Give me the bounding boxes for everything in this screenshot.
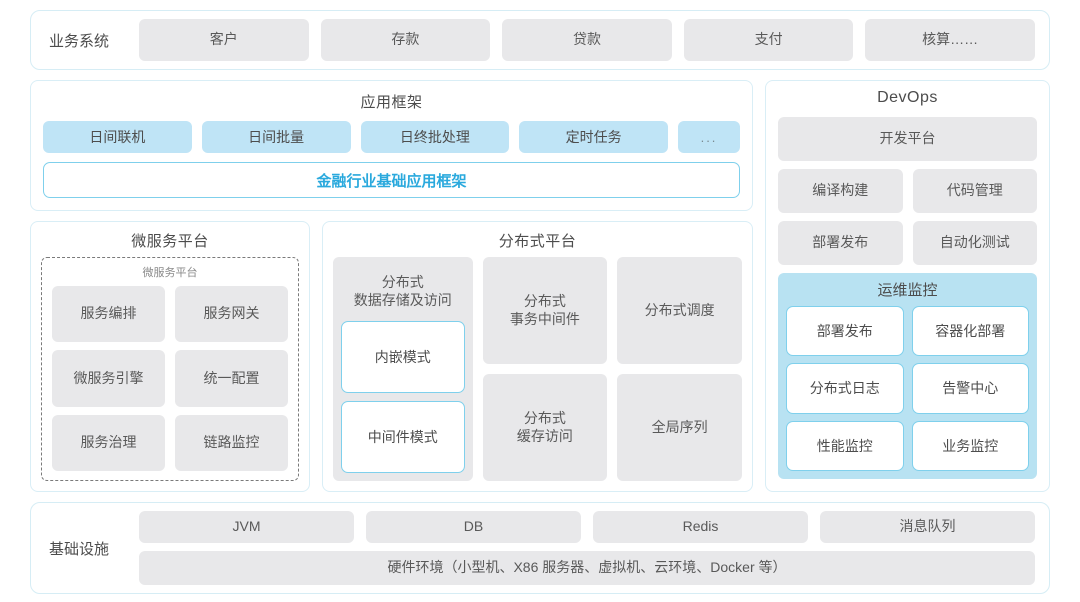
distributed-storage-title: 分布式 数据存储及访问 xyxy=(341,265,465,313)
microservice-item[interactable]: 链路监控 xyxy=(175,414,288,471)
devops-item[interactable]: 部署发布 xyxy=(778,221,903,265)
microservice-inner-group: 微服务平台 服务编排 服务网关 微服务引擎 统一配置 服务治理 链路监控 xyxy=(41,257,299,481)
business-systems-section: 业务系统 客户 存款 贷款 支付 核算…… xyxy=(30,10,1050,70)
ops-monitor-item[interactable]: 部署发布 xyxy=(786,306,904,357)
ops-monitor-grid: 部署发布 容器化部署 分布式日志 告警中心 性能监控 业务监控 xyxy=(786,306,1029,471)
infrastructure-item[interactable]: JVM xyxy=(139,511,354,543)
microservice-platform-title: 微服务平台 xyxy=(131,233,209,250)
microservice-item[interactable]: 服务网关 xyxy=(175,286,288,343)
devops-item[interactable]: 代码管理 xyxy=(912,169,1037,213)
business-system-item[interactable]: 支付 xyxy=(683,19,854,61)
app-framework-tags: 日间联机 日间批量 日终批处理 定时任务 ... xyxy=(43,121,740,153)
ops-monitor-item[interactable]: 业务监控 xyxy=(911,420,1029,471)
distributed-cell-text: 分布式调度 xyxy=(644,301,715,318)
microservice-items-grid: 服务编排 服务网关 微服务引擎 统一配置 服务治理 链路监控 xyxy=(52,286,288,471)
infrastructure-hardware-row: 硬件环境（小型机、X86 服务器、虚拟机、云环境、Docker 等） xyxy=(139,551,1035,585)
app-framework-tag[interactable]: 日间批量 xyxy=(201,121,351,153)
ops-monitor-item[interactable]: 性能监控 xyxy=(786,420,904,471)
distributed-cells-grid: 分布式 事务中间件 分布式调度 分布式 缓存访问 xyxy=(482,257,742,481)
business-system-item[interactable]: 贷款 xyxy=(502,19,672,61)
app-framework-banner: 金融行业基础应用框架 xyxy=(43,162,740,198)
distributed-storage-title-line1: 分布式 xyxy=(381,274,424,290)
distributed-storage-group[interactable]: 分布式 数据存储及访问 内嵌模式 中间件模式 xyxy=(333,257,473,481)
infrastructure-item[interactable]: DB xyxy=(366,511,581,543)
ops-monitor-item[interactable]: 分布式日志 xyxy=(786,363,904,414)
platforms-row: 微服务平台 微服务平台 服务编排 服务网关 微服务引擎 统一配置 服务治理 链路… xyxy=(30,221,753,492)
app-framework-tag[interactable]: 日间联机 xyxy=(43,121,192,153)
infrastructure-item[interactable]: Redis xyxy=(593,511,808,543)
app-framework-title: 应用框架 xyxy=(360,94,423,111)
devops-column: DevOps 开发平台 编译构建 代码管理 部署发布 自动化测试 运维监控 部署… xyxy=(765,80,1050,492)
platform-column: 应用框架 日间联机 日间批量 日终批处理 定时任务 ... 金融行业基础应用框架… xyxy=(30,80,753,492)
microservice-item[interactable]: 服务编排 xyxy=(52,286,165,343)
distributed-storage-mode[interactable]: 内嵌模式 xyxy=(341,321,465,394)
microservice-item[interactable]: 微服务引擎 xyxy=(52,350,165,407)
devops-panel: DevOps 开发平台 编译构建 代码管理 部署发布 自动化测试 运维监控 部署… xyxy=(765,80,1050,492)
app-framework-more-tag[interactable]: ... xyxy=(678,121,740,153)
distributed-platform-body: 分布式 数据存储及访问 内嵌模式 中间件模式 分布式 事务中间件 xyxy=(333,257,742,481)
microservice-platform-panel: 微服务平台 微服务平台 服务编排 服务网关 微服务引擎 统一配置 服务治理 链路… xyxy=(30,221,310,492)
infrastructure-label: 基础设施 xyxy=(48,540,109,558)
ops-monitor-item[interactable]: 告警中心 xyxy=(911,363,1029,414)
app-framework-panel: 应用框架 日间联机 日间批量 日终批处理 定时任务 ... 金融行业基础应用框架 xyxy=(30,80,753,211)
distributed-platform-title: 分布式平台 xyxy=(498,233,577,250)
microservice-item[interactable]: 统一配置 xyxy=(175,350,288,407)
infrastructure-items: JVM DB Redis 消息队列 xyxy=(139,511,1035,543)
distributed-cell[interactable]: 分布式调度 xyxy=(617,257,742,364)
distributed-storage-title-line2: 数据存储及访问 xyxy=(353,292,452,309)
ops-monitor-item[interactable]: 容器化部署 xyxy=(911,306,1029,357)
distributed-storage-mode[interactable]: 中间件模式 xyxy=(341,401,465,473)
business-systems-items: 客户 存款 贷款 支付 核算…… xyxy=(139,19,1035,61)
distributed-cell[interactable]: 全局序列 xyxy=(617,374,742,481)
app-framework-tag[interactable]: 日终批处理 xyxy=(360,121,510,153)
business-systems-label: 业务系统 xyxy=(48,32,109,50)
microservice-inner-title: 微服务平台 xyxy=(142,267,198,279)
infrastructure-section: 基础设施 JVM DB Redis 消息队列 硬件环境（小型机、X86 服务器、… xyxy=(30,502,1050,594)
distributed-cell-text: 分布式 缓存访问 xyxy=(516,410,573,444)
ops-monitor-title: 运维监控 xyxy=(877,282,938,299)
business-system-item[interactable]: 客户 xyxy=(139,19,309,61)
distributed-cell[interactable]: 分布式 缓存访问 xyxy=(482,374,608,481)
devops-dev-platform[interactable]: 开发平台 xyxy=(778,117,1037,161)
distributed-cell-text: 分布式 事务中间件 xyxy=(509,293,580,327)
infrastructure-hardware[interactable]: 硬件环境（小型机、X86 服务器、虚拟机、云环境、Docker 等） xyxy=(139,551,1035,585)
distributed-platform-panel: 分布式平台 分布式 数据存储及访问 内嵌模式 中间件模式 xyxy=(322,221,753,492)
devops-pair-row: 编译构建 代码管理 xyxy=(778,169,1037,213)
microservice-item[interactable]: 服务治理 xyxy=(52,414,165,471)
devops-item[interactable]: 自动化测试 xyxy=(912,221,1037,265)
distributed-cell[interactable]: 分布式 事务中间件 xyxy=(482,257,608,364)
ops-monitor-group: 运维监控 部署发布 容器化部署 分布式日志 告警中心 性能监控 业务监控 xyxy=(778,273,1037,479)
app-framework-tag[interactable]: 定时任务 xyxy=(519,121,668,153)
infrastructure-item[interactable]: 消息队列 xyxy=(820,511,1035,543)
devops-pair-row: 部署发布 自动化测试 xyxy=(778,221,1037,265)
distributed-cell-text: 全局序列 xyxy=(651,418,708,435)
devops-item[interactable]: 编译构建 xyxy=(778,169,903,213)
infrastructure-body: JVM DB Redis 消息队列 硬件环境（小型机、X86 服务器、虚拟机、云… xyxy=(139,511,1035,585)
business-system-item[interactable]: 核算…… xyxy=(865,19,1035,61)
devops-title: DevOps xyxy=(877,89,938,106)
business-system-item[interactable]: 存款 xyxy=(320,19,491,61)
middle-area: 应用框架 日间联机 日间批量 日终批处理 定时任务 ... 金融行业基础应用框架… xyxy=(30,80,1050,492)
